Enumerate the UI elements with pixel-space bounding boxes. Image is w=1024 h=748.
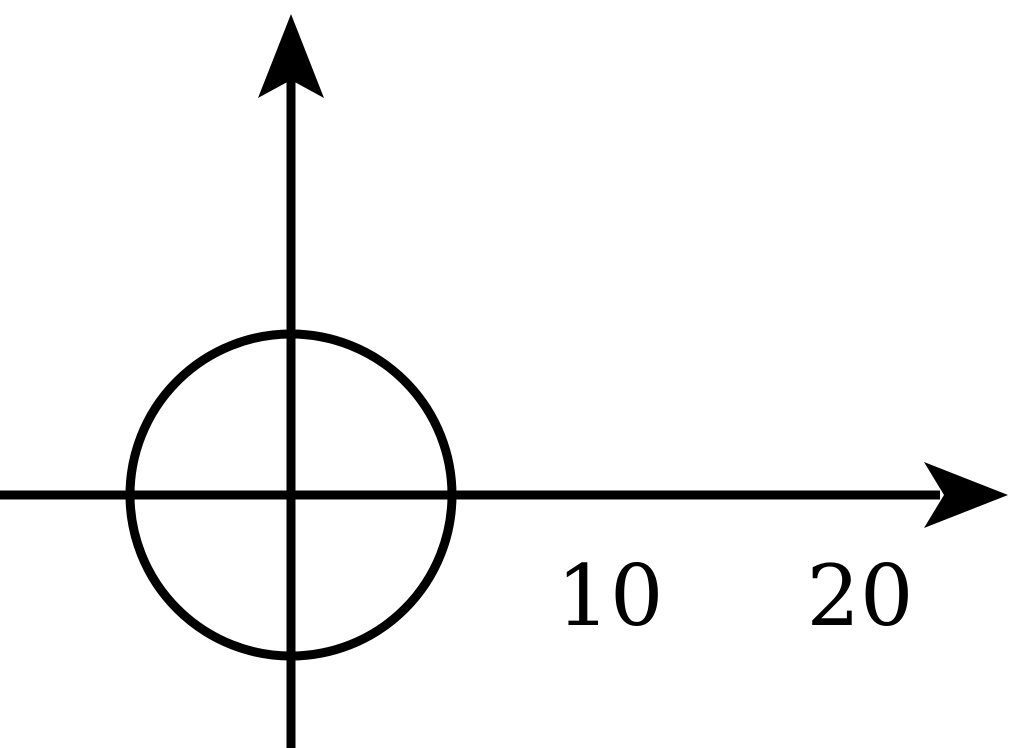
x-tick-label-20: 20 [807, 547, 914, 645]
x-tick-label-10: 10 [557, 547, 664, 645]
x-axis-arrowhead [924, 462, 1008, 528]
circle [125, 329, 457, 661]
y-axis-arrowhead [258, 14, 324, 98]
